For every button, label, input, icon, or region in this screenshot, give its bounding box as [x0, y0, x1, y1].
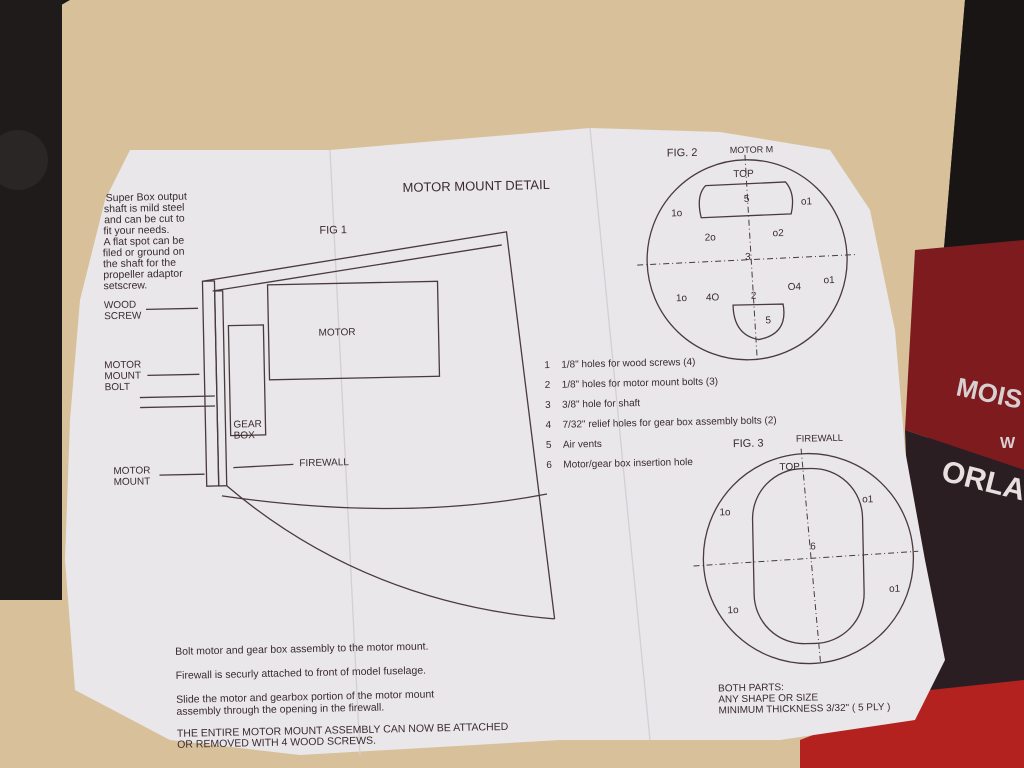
legend-text: 1/8" holes for wood screws (4)	[561, 357, 695, 371]
both-parts-line: BOTH PARTS:	[718, 682, 784, 694]
gear-box-label-1: GEAR	[233, 419, 262, 431]
fig1-label: FIG 1	[319, 224, 347, 237]
motor-mount-label-2: MOUNT	[114, 476, 151, 488]
fig3-label: FIG. 3	[733, 437, 764, 450]
instruction-line: assembly through the opening in the fire…	[176, 701, 384, 717]
fig1-drawing: FIG 1 MOTOR GEAR BOX WOOD SCREW MOTOR MO…	[104, 224, 556, 620]
instruction-line: Firewall is securly attached to front of…	[176, 665, 427, 682]
hole-mark: o1	[862, 494, 874, 505]
fig3-caption: FIREWALL	[796, 433, 843, 445]
firewall-label: FIREWALL	[299, 457, 349, 469]
instruction-line: OR REMOVED WITH 4 WOOD SCREWS.	[177, 735, 376, 751]
note-line: shaft is mild steel	[104, 202, 185, 216]
motor-mount-bolt-label-1: MOTOR	[104, 360, 141, 372]
hole-mark: 2o	[705, 232, 717, 243]
fig2-drawing: FIG. 2 MOTOR M TOP 1o o1 5 2o o2 3 1o 4O…	[637, 144, 858, 361]
motor-mount-bolt-label-3: BOLT	[105, 382, 131, 394]
note-line: propeller adaptor	[103, 268, 183, 282]
legend-text: 3/8" hole for shaft	[562, 398, 640, 411]
note-line: Super Box output	[106, 191, 187, 205]
note-line: and can be cut to	[104, 213, 185, 227]
legend-text: 1/8" holes for motor mount bolts (3)	[562, 376, 719, 390]
hole-mark: o1	[889, 584, 901, 595]
document-content: MOTOR MOUNT DETAIL Super Box output shaf…	[103, 144, 919, 751]
packaging-text-2: W	[1000, 435, 1016, 452]
legend-num: 1	[544, 360, 550, 371]
gear-box-label-2: BOX	[234, 430, 256, 441]
instruction-line: Bolt motor and gear box assembly to the …	[175, 641, 428, 658]
legend-num: 3	[545, 400, 551, 411]
top-left-note: Super Box output shaft is mild steel and…	[103, 191, 187, 293]
hole-mark: 1o	[676, 293, 688, 304]
hole-mark: o2	[772, 228, 784, 239]
document-title: MOTOR MOUNT DETAIL	[402, 177, 550, 195]
both-parts-note: BOTH PARTS: ANY SHAPE OR SIZE MINIMUM TH…	[718, 682, 891, 717]
hole-mark: 6	[810, 541, 816, 552]
red-packaging	[905, 240, 1024, 470]
fig2-top-label: TOP	[733, 169, 754, 180]
hole-mark: 1o	[671, 208, 683, 219]
hole-mark: 2	[751, 291, 757, 302]
hole-mark: o1	[801, 196, 813, 207]
note-line: A flat spot can be	[103, 235, 184, 249]
both-parts-line: ANY SHAPE OR SIZE	[718, 692, 818, 705]
hole-mark: 3	[745, 252, 751, 263]
fig2-caption: MOTOR M	[730, 144, 774, 155]
dark-left-edge	[0, 0, 62, 600]
legend-text: Air vents	[563, 439, 602, 451]
hole-mark: 4O	[706, 292, 720, 303]
motor-label: MOTOR	[318, 327, 355, 339]
red-packaging-bottom	[800, 680, 1024, 768]
legend-text: Motor/gear box insertion hole	[563, 457, 693, 471]
wood-screw-label-1: WOOD	[104, 300, 136, 312]
both-parts-line: MINIMUM THICKNESS 3/32" ( 5 PLY )	[718, 702, 890, 717]
legend-text: 7/32" relief holes for gear box assembly…	[562, 415, 776, 430]
hole-mark: 5	[744, 194, 750, 205]
wood-screw-label-2: SCREW	[104, 310, 142, 322]
legend-num: 4	[545, 420, 551, 431]
legend-num: 5	[546, 440, 552, 451]
instruction-line: Slide the motor and gearbox portion of t…	[176, 688, 434, 705]
dark-object-knob	[0, 130, 48, 190]
hole-legend: 1 1/8" holes for wood screws (4) 2 1/8" …	[544, 357, 777, 471]
fig3-top-label: TOP	[779, 462, 800, 473]
motor-mount-bolt-label-2: MOUNT	[104, 371, 141, 383]
fig3-drawing: FIG. 3 FIREWALL TOP 1o o1 6 1o o1	[693, 433, 919, 665]
hole-mark: O4	[788, 282, 802, 293]
fig2-label: FIG. 2	[667, 147, 698, 160]
note-line: fit your needs.	[103, 224, 169, 237]
legend-num: 6	[546, 460, 552, 471]
note-line: filed or ground on	[103, 246, 185, 260]
hole-mark: 5	[765, 315, 771, 326]
note-line: setscrew.	[103, 279, 147, 292]
legend-num: 2	[545, 380, 551, 391]
hole-mark: 1o	[719, 507, 731, 518]
hole-mark: 1o	[727, 605, 739, 616]
motor-mount-label-1: MOTOR	[113, 465, 150, 477]
note-line: the shaft for the	[103, 257, 176, 271]
hole-mark: o1	[823, 275, 835, 286]
